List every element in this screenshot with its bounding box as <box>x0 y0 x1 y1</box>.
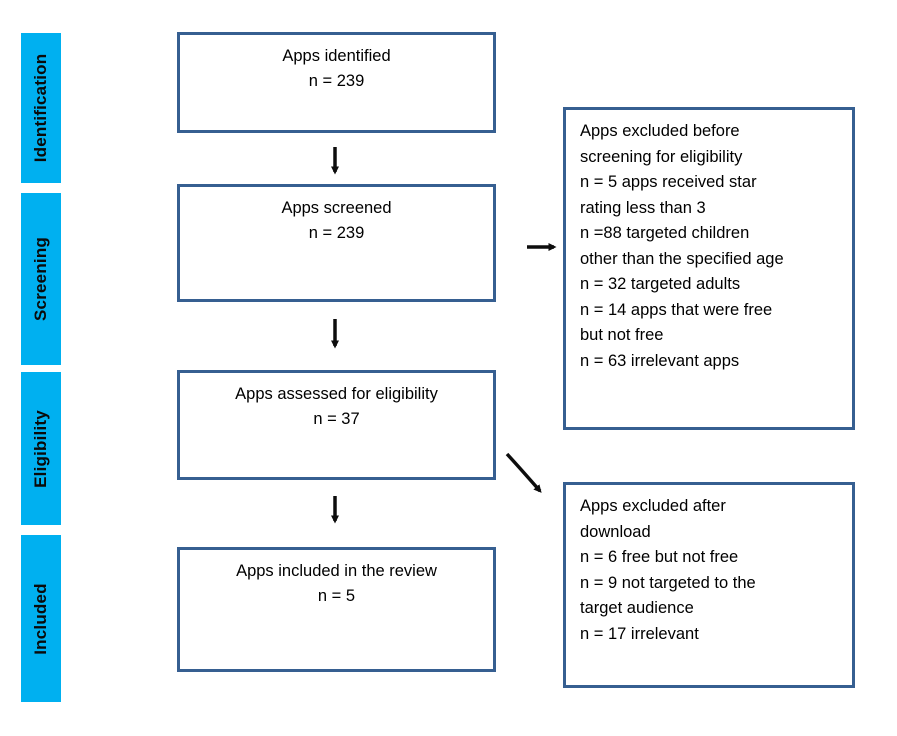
stage-bar-eligibility: Eligibility <box>21 372 61 525</box>
flow-box-title: Apps identified <box>282 47 391 65</box>
stage-label-eligibility: Eligibility <box>31 409 50 488</box>
flow-box-apps-identified: Apps identified n = 239 <box>177 32 496 133</box>
flow-box-count: n = 239 <box>308 224 365 242</box>
stage-label-included: Included <box>31 582 50 655</box>
excluded-after-download-box: Apps excluded after download n = 6 free … <box>563 482 855 688</box>
flow-box-count: n = 37 <box>313 410 360 428</box>
flow-box-count: n = 239 <box>308 72 365 90</box>
flow-box-title: Apps included in the review <box>236 562 437 580</box>
excluded-before-screening-box: Apps excluded before screening for eligi… <box>563 107 855 430</box>
stage-label-identification: Identification <box>31 53 50 163</box>
stage-bar-screening: Screening <box>21 193 61 365</box>
flow-box-apps-screened: Apps screened n = 239 <box>177 184 496 302</box>
flow-box-apps-included: Apps included in the review n = 5 <box>177 547 496 672</box>
stage-label-screening: Screening <box>31 237 50 321</box>
stage-bar-included: Included <box>21 535 61 702</box>
stage-bar-identification: Identification <box>21 33 61 183</box>
flow-box-title: Apps screened <box>281 199 392 217</box>
flow-box-apps-assessed: Apps assessed for eligibility n = 37 <box>177 370 496 480</box>
flow-box-count: n = 5 <box>317 587 356 605</box>
arrow-assessed-to-excluded-icon <box>505 452 542 493</box>
flow-box-title: Apps assessed for eligibility <box>235 385 438 403</box>
